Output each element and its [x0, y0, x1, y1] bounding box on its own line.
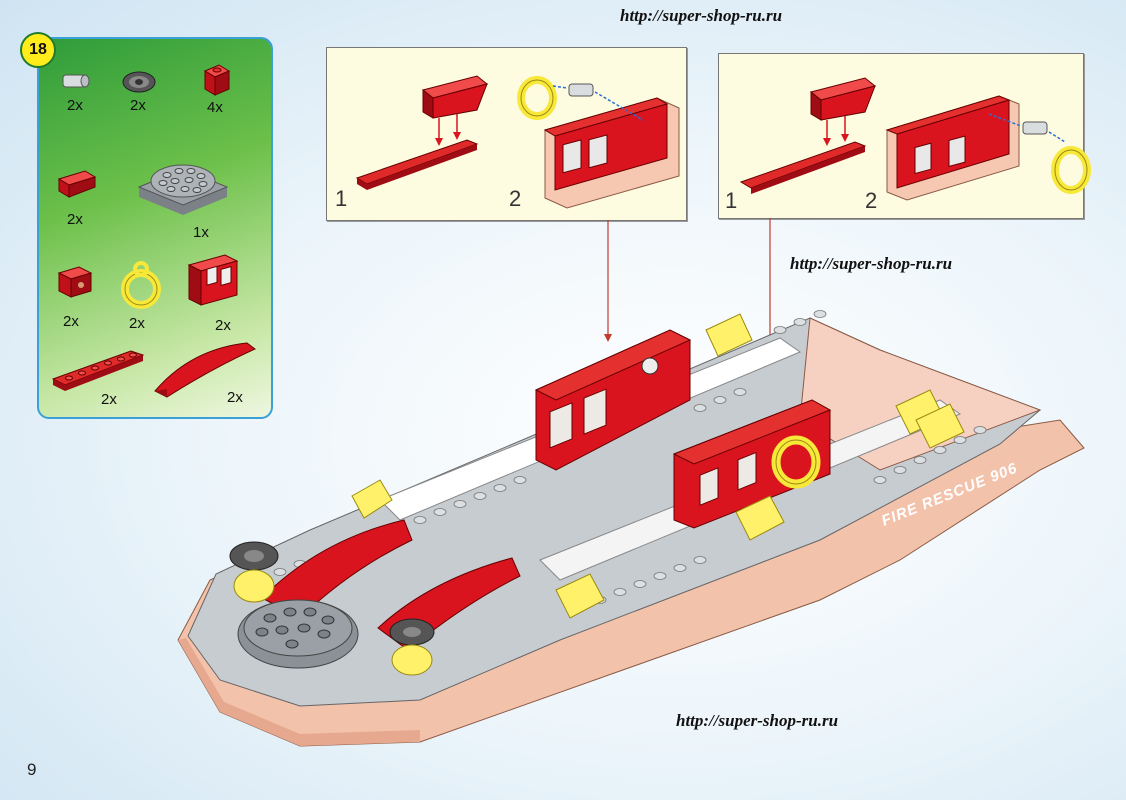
url-watermark-middle: http://super-shop-ru.ru [790, 254, 953, 273]
part-qty: 1x [193, 224, 209, 241]
step-number-badge: 18 [20, 32, 56, 68]
part-qty: 2x [215, 317, 231, 334]
url-watermark-top: http://super-shop-ru.ru [620, 6, 783, 25]
substep-number-2: 2 [865, 188, 878, 213]
red-slope-icon [57, 170, 97, 198]
part-qty: 4x [207, 99, 223, 116]
substep-number-1: 1 [335, 186, 348, 211]
pin-connector-icon [62, 74, 90, 88]
callout-left-subassembly: 1 2 [326, 47, 687, 221]
part-qty: 2x [101, 391, 117, 408]
red-brick-icon [203, 64, 231, 96]
red-plate-icon [51, 350, 145, 391]
grey-round-plate-icon [137, 164, 229, 215]
red-window-panel-icon [187, 254, 239, 306]
page-number: 9 [27, 760, 37, 779]
part-qty: 2x [227, 389, 243, 406]
parts-list-panel: 2x 2x 4x 2x 1x 2x [37, 37, 273, 419]
substep-number-2: 2 [509, 186, 522, 211]
part-qty: 2x [67, 97, 83, 114]
steering-wheel-icon [122, 71, 156, 93]
part-qty: 2x [129, 315, 145, 332]
substep-number-1: 1 [725, 188, 738, 213]
part-qty: 2x [63, 313, 79, 330]
callout-right-subassembly: 1 2 [718, 53, 1091, 219]
red-brick-hole-icon [57, 266, 93, 298]
subassembly-right-illustration [739, 77, 1091, 201]
url-watermark-bottom: http://super-shop-ru.ru [676, 711, 839, 730]
part-qty: 2x [130, 97, 146, 114]
red-curved-slope-icon [154, 342, 256, 398]
part-qty: 2x [67, 211, 83, 228]
subassembly-left-illustration [355, 75, 680, 209]
life-ring-icon [121, 261, 161, 309]
